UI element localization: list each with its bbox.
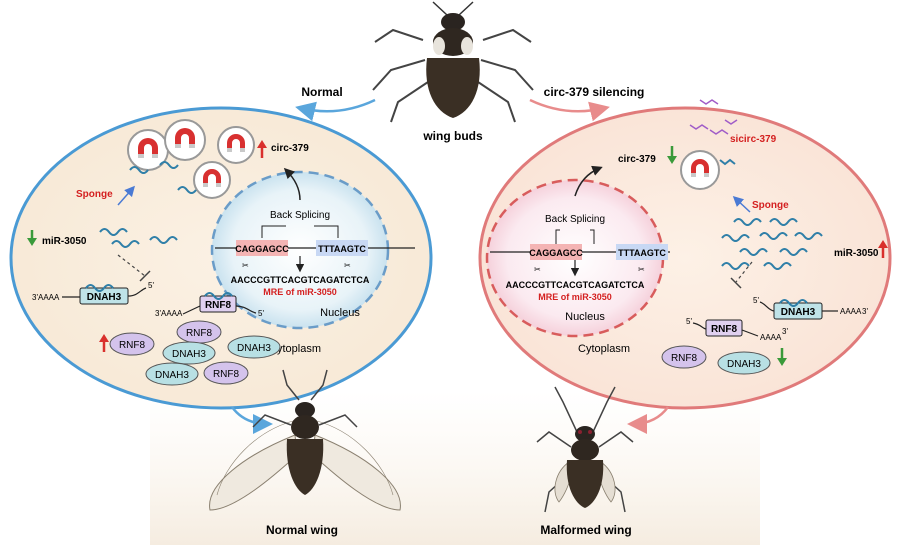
svg-text:DNAH3: DNAH3 xyxy=(727,359,761,370)
right-sponge-label: Sponge xyxy=(752,200,789,211)
svg-text:RNF8: RNF8 xyxy=(119,340,146,351)
left-sequence: AACCCGTTCACGTCAGATCTCA xyxy=(231,275,370,285)
left-dnah3-polya: AAAA xyxy=(38,293,60,302)
left-mirna-label: miR-3050 xyxy=(42,236,87,247)
left-sponge-label: Sponge xyxy=(76,189,113,200)
right-inhibition-line xyxy=(735,261,753,283)
right-dnah3-polya: AAAA xyxy=(840,307,862,316)
left-cytoplasm-label: Cytoplasm xyxy=(269,343,321,355)
right-cytoplasm-label: Cytoplasm xyxy=(578,343,630,355)
sirna-strand xyxy=(724,119,738,125)
left-scissors-icon: ✂ xyxy=(344,261,351,270)
right-exon-left-seq: CAGGAGCC xyxy=(529,248,583,258)
left-protein-rnf8: RNF8 xyxy=(109,332,155,356)
left-exon-left xyxy=(236,240,288,256)
right-circ-label: circ-379 xyxy=(618,154,656,165)
normal-wing-aphid-illustration xyxy=(209,369,401,511)
svg-text:RNF8: RNF8 xyxy=(186,328,213,339)
wing-buds-label: wing buds xyxy=(422,129,483,143)
left-nucleus-label: Nucleus xyxy=(320,307,360,319)
right-mre-label: MRE of miR-3050 xyxy=(538,292,612,302)
right-mirna-label: miR-3050 xyxy=(834,248,879,259)
sirna-strand xyxy=(699,99,719,105)
left-cell: circ-379 Sponge miR-3050 3' AAAA DNAH3 5… xyxy=(9,106,433,410)
normal-wing-label: Normal wing xyxy=(266,523,338,537)
left-circ-label: circ-379 xyxy=(271,143,309,154)
right-mirna-cluster xyxy=(721,218,823,270)
malformed-wing-label: Malformed wing xyxy=(540,523,631,537)
right-exon-right-seq: TTTAAGTC xyxy=(618,248,666,258)
left-mre-label: MRE of miR-3050 xyxy=(263,287,337,297)
sirna-strand xyxy=(689,124,709,130)
left-dnah3-label: DNAH3 xyxy=(87,292,122,303)
right-dnah3-5prime: 5' xyxy=(753,296,759,305)
left-sponge-arrow xyxy=(117,185,135,206)
left-circrna-cluster xyxy=(127,119,255,199)
right-nucleus-label: Nucleus xyxy=(565,311,605,323)
left-dnah3-5prime: 5' xyxy=(148,281,154,290)
left-protein-dnah3: DNAH3 xyxy=(227,335,281,359)
left-rnf8-3prime: 3' xyxy=(155,309,161,318)
svg-text:DNAH3: DNAH3 xyxy=(155,370,189,381)
right-exon-left xyxy=(530,244,582,260)
sirna-strand xyxy=(709,129,729,135)
silencing-arrow xyxy=(529,98,610,122)
left-protein-rnf8: RNF8 xyxy=(176,320,222,344)
right-cell: sicirc-379 circ-379 Sponge miR-3050 xyxy=(478,99,892,410)
right-rnf8-label: RNF8 xyxy=(711,324,738,335)
left-scissors-icon: ✂ xyxy=(242,261,249,270)
right-protein-rnf8: RNF8 xyxy=(661,345,707,369)
left-rnf8-polya: AAAA xyxy=(161,309,183,318)
right-circrna xyxy=(680,150,720,190)
left-exon-left-seq: CAGGAGCC xyxy=(235,244,289,254)
left-exon-right-seq: TTTAAGTC xyxy=(318,244,366,254)
left-export-arrow xyxy=(283,167,301,201)
left-exon-right xyxy=(316,240,368,256)
right-exon-right xyxy=(616,244,668,260)
left-rnf8-gene xyxy=(199,295,237,313)
right-rnf8-polya: AAAA xyxy=(760,333,782,342)
left-protein-rnf8: RNF8 xyxy=(203,361,249,385)
right-back-splicing-label: Back Splicing xyxy=(545,214,605,225)
svg-text:RNF8: RNF8 xyxy=(213,369,240,380)
silencing-label: circ-379 silencing xyxy=(544,85,645,99)
right-dnah3-3prime: 3' xyxy=(862,307,868,316)
right-scissors-icon: ✂ xyxy=(638,265,645,274)
right-sequence: AACCCGTTCACGTCAGATCTCA xyxy=(506,280,645,290)
left-protein-dnah3: DNAH3 xyxy=(162,341,216,365)
right-rnf8-gene xyxy=(705,319,743,337)
right-rnf8-3prime: 3' xyxy=(782,327,788,336)
left-protein-dnah3: DNAH3 xyxy=(145,362,199,386)
normal-label: Normal xyxy=(301,85,342,99)
malformed-outcome-arrow xyxy=(627,406,670,434)
left-mirna-strand xyxy=(111,240,140,248)
left-rnf8-5prime: 5' xyxy=(258,309,264,318)
left-mirna-strand xyxy=(149,236,178,244)
left-dnah3-3prime: 3' xyxy=(32,293,38,302)
left-mirna-strand xyxy=(99,228,128,236)
sicirc-label: sicirc-379 xyxy=(730,134,777,145)
normal-arrow xyxy=(295,98,376,122)
malformed-wing-aphid-illustration xyxy=(536,386,634,513)
svg-text:DNAH3: DNAH3 xyxy=(237,343,271,354)
right-scissors-icon: ✂ xyxy=(534,265,541,274)
normal-outcome-arrow xyxy=(230,406,273,434)
right-sponge-arrow xyxy=(732,195,751,213)
right-dnah3-label: DNAH3 xyxy=(781,307,816,318)
left-back-splicing-label: Back Splicing xyxy=(270,210,330,221)
right-protein-dnah3: DNAH3 xyxy=(717,351,771,375)
aphid-wing-buds-illustration xyxy=(372,1,534,123)
svg-text:RNF8: RNF8 xyxy=(671,353,698,364)
left-nucleus xyxy=(210,170,390,330)
right-export-arrow xyxy=(574,165,603,197)
left-rnf8-label: RNF8 xyxy=(205,300,232,311)
right-rnf8-5prime: 5' xyxy=(686,317,692,326)
svg-text:DNAH3: DNAH3 xyxy=(172,349,206,360)
